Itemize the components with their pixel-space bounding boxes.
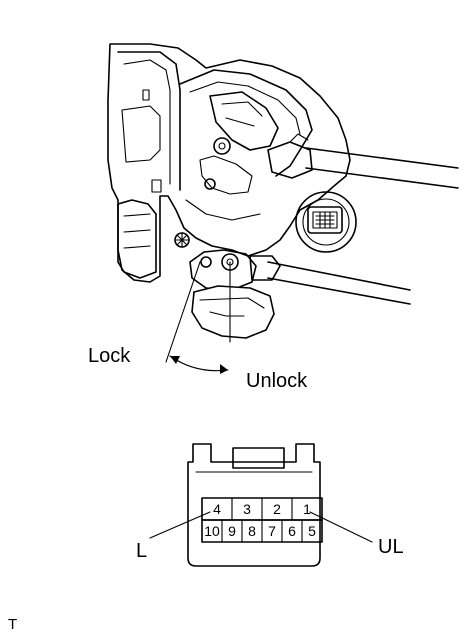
connector-label-l: L (136, 540, 147, 562)
pin-6: 6 (288, 523, 296, 539)
pin-4: 4 (213, 501, 221, 517)
lower-left-block (117, 199, 157, 279)
housing-slot (142, 89, 150, 101)
connector-outline (187, 443, 321, 567)
leader-line-l (149, 511, 211, 539)
mechanism-lever (209, 91, 279, 151)
mechanism-cam (199, 155, 253, 195)
upper-cable-clip (289, 133, 309, 143)
pin-5: 5 (308, 523, 316, 539)
top-row-dividers (231, 497, 293, 521)
motor-housing-inner (302, 198, 350, 246)
pin-7: 7 (268, 523, 276, 539)
knob-pivot-left (200, 256, 212, 268)
leader-line-ul (309, 511, 373, 543)
rotation-indicator (165, 261, 231, 374)
lock-knob[interactable] (191, 285, 275, 339)
door-lock-assembly (107, 43, 459, 339)
pin-2: 2 (273, 501, 281, 517)
upper-mechanism-inner (189, 81, 301, 135)
upper-mechanism (179, 69, 313, 177)
pin-8: 8 (248, 523, 256, 539)
mechanism-pin (213, 137, 231, 155)
lock-position-line (165, 261, 201, 363)
pin-1: 1 (303, 501, 311, 517)
rotation-arrowhead-unlock (220, 364, 228, 374)
motor-housing (295, 191, 357, 253)
unlock-label: Unlock (246, 370, 308, 392)
lock-label: Lock (88, 345, 131, 367)
upper-cable (305, 147, 459, 189)
connector-label-ul: UL (378, 536, 404, 558)
lock-knob-groove (209, 311, 245, 317)
connector-lock-tab (232, 447, 285, 469)
lock-knob-edge (199, 297, 265, 309)
rotation-arrowhead-lock (170, 356, 180, 364)
connector-face (187, 443, 323, 567)
housing-flange (123, 59, 171, 185)
lever-detail (221, 101, 263, 127)
pin-3: 3 (243, 501, 251, 517)
housing-recess (121, 105, 161, 163)
mechanism-pin-center (218, 142, 226, 150)
pin-10: 10 (204, 523, 220, 539)
housing-inner-edge (117, 51, 181, 191)
housing-notch (151, 179, 162, 193)
screw-slots (174, 232, 190, 248)
knob-bracket (189, 249, 257, 291)
housing-lower-edge (185, 199, 261, 221)
block-ribs (123, 213, 151, 249)
motor-connector (307, 206, 343, 234)
cam-pin (204, 178, 216, 190)
corner-mark: T (8, 616, 18, 633)
pin-9: 9 (228, 523, 236, 539)
lower-cable (267, 261, 411, 305)
lower-cable-end (249, 255, 281, 281)
bottom-row-dividers (221, 519, 303, 543)
motor-connector-grid (315, 211, 335, 229)
